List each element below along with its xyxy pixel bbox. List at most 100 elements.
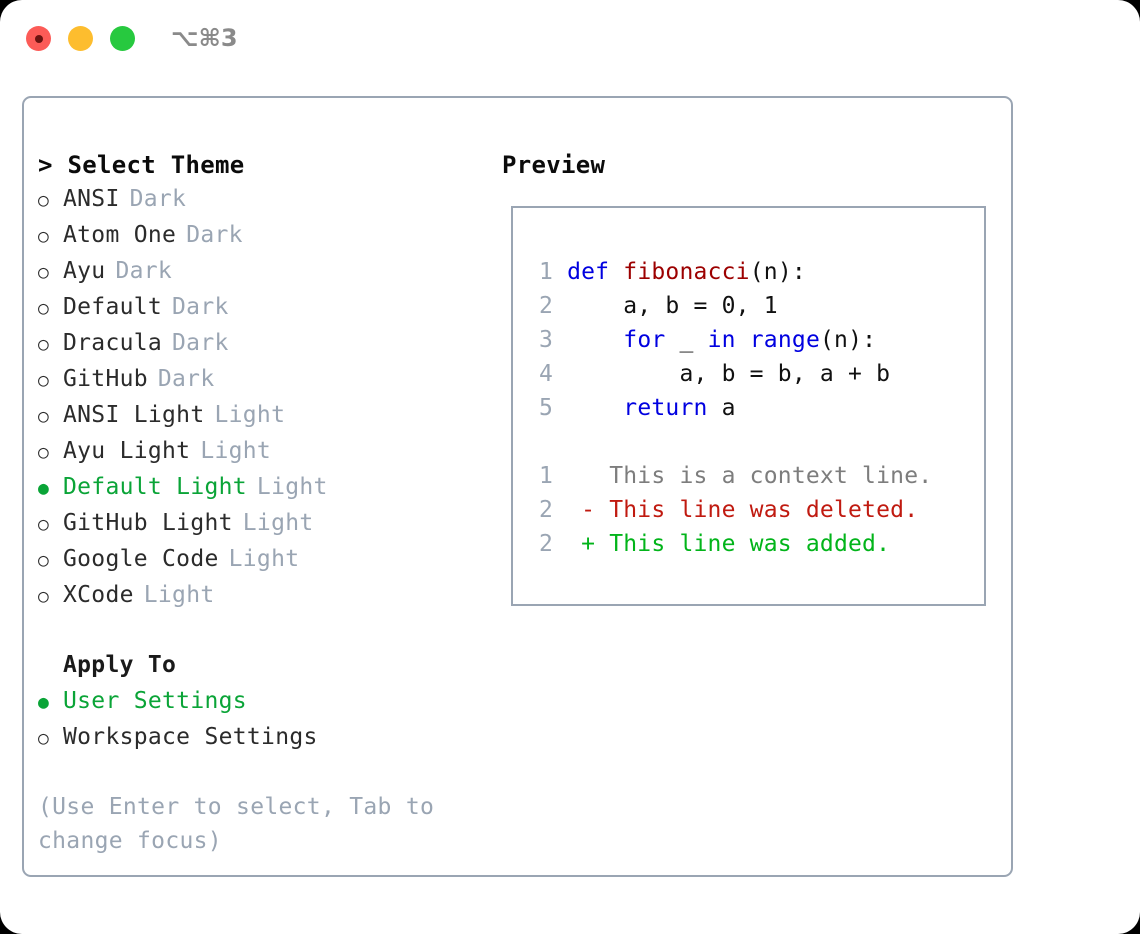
code-line: 2 a, b = 0, 1: [530, 289, 980, 323]
line-number-gutter-space: [553, 361, 567, 387]
line-number: 2: [538, 293, 553, 319]
diff-line: 2 - This line was deleted.: [530, 493, 980, 527]
code-token: in: [707, 327, 736, 353]
line-number: 1: [538, 463, 553, 489]
theme-option-label: Ayu: [63, 258, 106, 284]
code-token: _: [665, 327, 708, 353]
apply-to-option-user-settings[interactable]: ●User Settings: [38, 684, 488, 720]
theme-option-tag: Light: [228, 546, 300, 572]
theme-option-label: Ayu Light: [63, 438, 191, 464]
apply-to-option-workspace-settings[interactable]: ○Workspace Settings: [38, 720, 488, 756]
code-line: 5 return a: [530, 391, 980, 425]
list-spacer: [38, 614, 488, 648]
theme-option-label: ANSI Light: [63, 402, 205, 428]
radio-unselected-icon: ○: [38, 550, 50, 571]
diff-gutter-space: [553, 531, 581, 557]
line-number-gutter-space: [553, 259, 567, 285]
code-token: def: [567, 259, 610, 285]
code-token: a: [707, 395, 736, 421]
traffic-lights: [26, 26, 135, 51]
theme-option-label: GitHub: [63, 366, 148, 392]
line-number: 5: [538, 395, 553, 421]
radio-unselected-icon: ○: [38, 226, 50, 247]
diff-gutter-space: [553, 497, 581, 523]
radio-unselected-icon: ○: [38, 298, 50, 319]
theme-option-ansi-light[interactable]: ○ ANSI Light Light: [38, 398, 488, 434]
code-token: [609, 259, 623, 285]
theme-option-google-code[interactable]: ○ Google Code Light: [38, 542, 488, 578]
close-button[interactable]: [26, 26, 51, 51]
line-number: 3: [538, 327, 553, 353]
theme-option-tag: Dark: [157, 366, 215, 392]
code-line: 3 for _ in range(n):: [530, 323, 980, 357]
theme-option-label: Default Light: [63, 474, 247, 500]
theme-option-label: Google Code: [63, 546, 219, 572]
diff-line: 1 This is a context line.: [530, 459, 980, 493]
theme-option-tag: Light: [143, 582, 215, 608]
code-token: (n):: [749, 259, 806, 285]
radio-unselected-icon: ○: [38, 370, 50, 391]
theme-option-default[interactable]: ○ Default Dark: [38, 290, 488, 326]
code-token: [567, 327, 623, 353]
code-token: (n):: [820, 327, 877, 353]
theme-option-default-light[interactable]: ● Default Light Light: [38, 470, 488, 506]
radio-unselected-icon: ○: [38, 406, 50, 427]
radio-unselected-icon: ○: [38, 334, 50, 355]
select-theme-header: > Select Theme: [38, 151, 245, 179]
theme-option-tag: Dark: [172, 330, 229, 356]
line-number: 2: [538, 497, 553, 523]
theme-option-dracula[interactable]: ○ Dracula Dark: [38, 326, 488, 362]
theme-option-tag: Dark: [115, 258, 173, 284]
radio-unselected-icon: ○: [38, 190, 50, 211]
theme-option-github[interactable]: ○ GitHub Dark: [38, 362, 488, 398]
radio-selected-icon: ●: [38, 692, 50, 713]
diff-lines: 1 This is a context line.2 - This line w…: [530, 459, 980, 561]
preview-title: Preview: [502, 151, 606, 179]
code-token: [567, 395, 623, 421]
diff-line: 2 + This line was added.: [530, 527, 980, 561]
code-token: [736, 327, 750, 353]
radio-unselected-icon: ○: [38, 442, 50, 463]
code-line: 1 def fibonacci(n):: [530, 255, 980, 289]
theme-option-label: Dracula: [63, 330, 163, 356]
code-token: fibonacci: [623, 259, 750, 285]
theme-option-tag: Dark: [172, 294, 229, 320]
diff-line-text: This is a context line.: [581, 463, 933, 489]
theme-option-label: GitHub Light: [63, 510, 233, 536]
radio-selected-icon: ●: [38, 478, 50, 499]
title-bar: ⌥⌘3: [0, 0, 1140, 78]
maximize-button[interactable]: [110, 26, 135, 51]
theme-option-tag: Light: [256, 474, 328, 500]
theme-option-tag: Dark: [186, 222, 243, 248]
line-number-gutter-space: [553, 327, 567, 353]
apply-to-list: ●User Settings○Workspace Settings: [38, 684, 488, 756]
theme-option-tag: Light: [214, 402, 286, 428]
diff-gutter-space: [553, 463, 581, 489]
line-number: 4: [538, 361, 553, 387]
apply-to-bullet-placeholder: ○: [38, 650, 63, 684]
code-token: a, b = 0, 1: [567, 293, 778, 319]
theme-option-tag: Dark: [129, 186, 187, 212]
theme-option-atom-one[interactable]: ○ Atom One Dark: [38, 218, 488, 254]
line-number: 2: [538, 531, 553, 557]
line-number-gutter-space: [553, 293, 567, 319]
code-token: range: [749, 327, 820, 353]
radio-unselected-icon: ○: [38, 586, 50, 607]
theme-option-label: Atom One: [63, 222, 177, 248]
theme-option-label: Default: [63, 294, 163, 320]
minimize-button[interactable]: [68, 26, 93, 51]
apply-to-header: ○ Apply To: [38, 648, 488, 684]
keyboard-shortcut-label: ⌥⌘3: [171, 24, 238, 52]
keyboard-hint: (Use Enter to select, Tab to change focu…: [38, 794, 435, 854]
